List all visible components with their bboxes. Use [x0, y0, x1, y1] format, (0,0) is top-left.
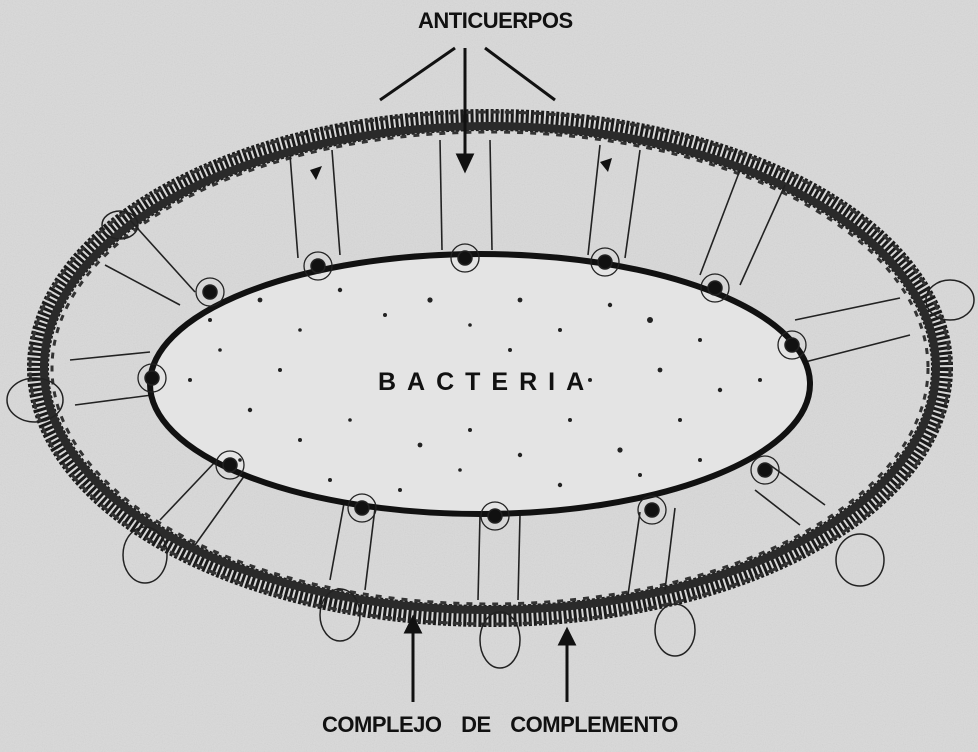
- complement-complex-label: COMPLEJO DE COMPLEMENTO: [322, 712, 678, 738]
- antibodies-label: ANTICUERPOS: [418, 8, 573, 34]
- bacterium-label: BACTERIA: [378, 368, 595, 397]
